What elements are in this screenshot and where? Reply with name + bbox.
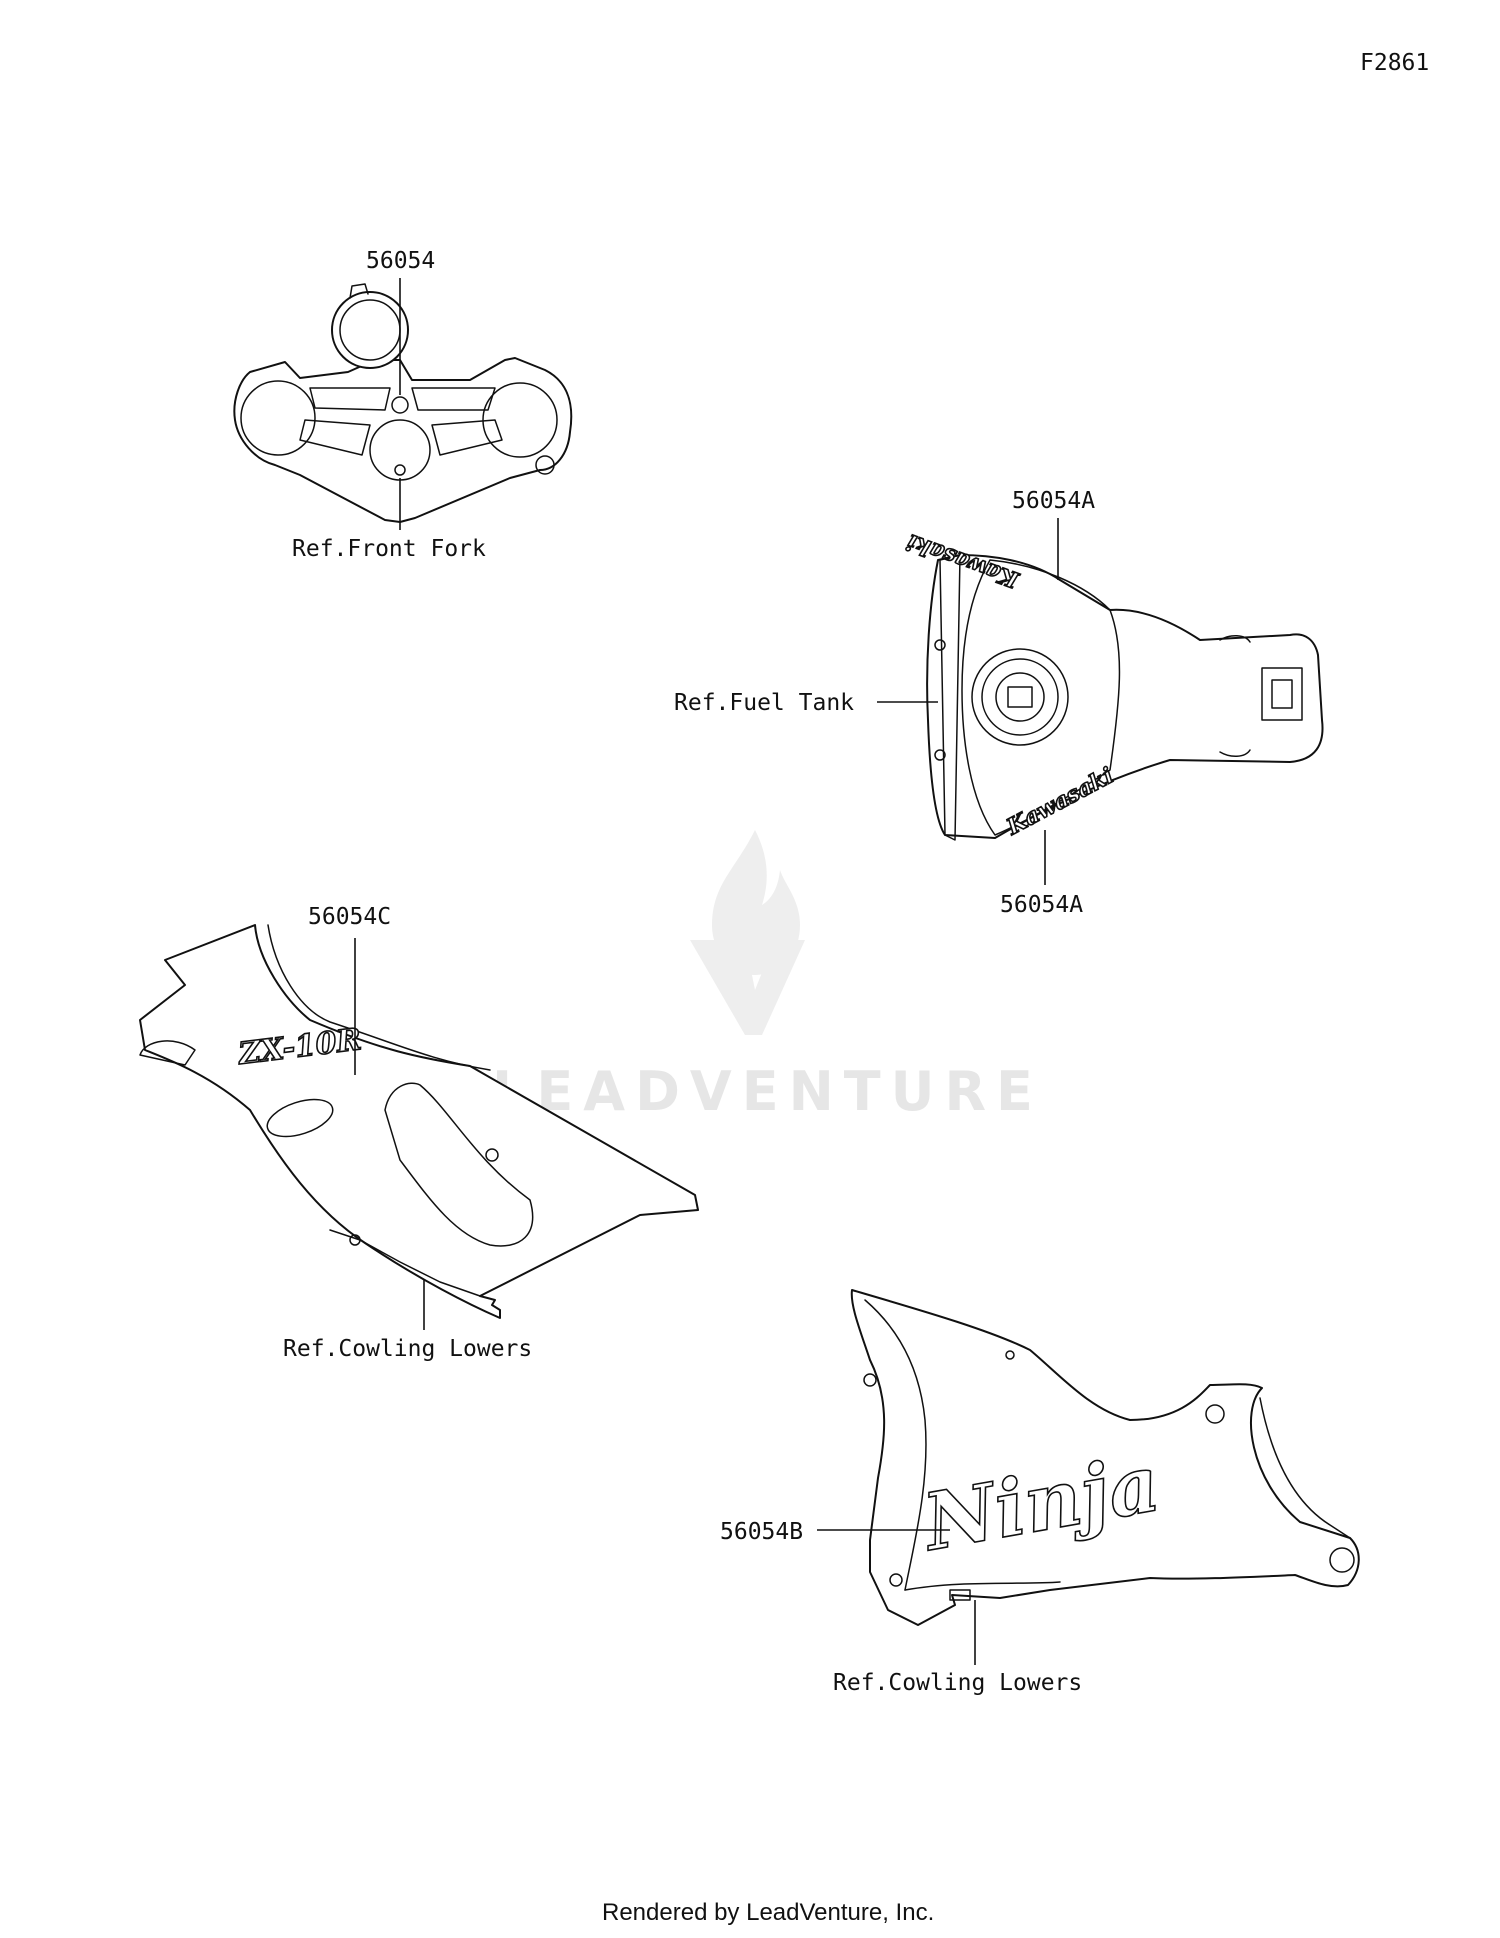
upper-cowl-duct [266, 1098, 334, 1138]
fuel-cap-mid [981, 658, 1059, 736]
clamp-cutout-upper-left [309, 387, 391, 411]
lower-cowl-lower-edge [1259, 1397, 1351, 1539]
tank-bracket [1261, 667, 1303, 721]
tank-bracket-inner [1271, 679, 1293, 709]
tank-mount-hole-lower [934, 749, 946, 761]
upper-cowl-lower-bolt [349, 1234, 361, 1246]
triple-clamp [233, 357, 573, 523]
tank-clip-upper [1219, 635, 1251, 643]
callout-56054a-bottom: 56054A [1000, 892, 1083, 918]
callout-ref-fuel-tank: Ref.Fuel Tank [674, 690, 854, 716]
figure-code: F2861 [1360, 50, 1429, 76]
clamp-cutout-upper-right [411, 387, 496, 411]
triple-clamp-group: 56054 Ref.Front Fork [233, 248, 573, 562]
footer-credit: Rendered by LeadVenture, Inc. [602, 1899, 934, 1926]
lower-cowl-bolt-rear [1205, 1404, 1225, 1424]
pinch-bolt [535, 455, 555, 475]
fuel-tank-group: Kawasaki Kawasaki 56054A Ref.Fuel Tank 5… [674, 488, 1324, 918]
tank-clip-lower [1219, 749, 1251, 757]
lower-cowl-bolt-top [1005, 1350, 1015, 1360]
callout-56054: 56054 [366, 248, 435, 274]
lower-cowl-panel-line [904, 1581, 1061, 1591]
callout-ref-cowling-lowers-upper: Ref.Cowling Lowers [283, 1336, 532, 1362]
clamp-cutout-lower-right [431, 419, 503, 456]
watermark-v-icon [690, 940, 805, 1035]
fuel-tank [926, 554, 1324, 839]
fuel-cap-outer [971, 648, 1069, 746]
watermark-flame-icon [712, 830, 800, 975]
ignition-switch [331, 291, 409, 369]
watermark: LEADVENTURE [492, 830, 1043, 1123]
lower-cowl-group: Ninja 56054B Ref.Cowling Lowers [720, 1289, 1360, 1696]
upper-cowl-bottom-edge [329, 1229, 481, 1297]
fuel-tank-top-surface [961, 559, 1121, 836]
fork-hole-right [482, 382, 558, 458]
callout-ref-cowling-lowers-lower: Ref.Cowling Lowers [833, 1670, 1082, 1696]
stem-bolt [394, 464, 406, 476]
callout-ref-front-fork: Ref.Front Fork [292, 536, 486, 562]
fuel-tank-front-panel [939, 554, 961, 841]
lower-cowl-bolt-lower [889, 1573, 903, 1587]
lower-cowl-bolt-tail [1329, 1547, 1355, 1573]
callout-56054c: 56054C [308, 904, 391, 930]
watermark-text: LEADVENTURE [492, 1060, 1043, 1123]
callout-56054a-top: 56054A [1012, 488, 1095, 514]
lower-cowl-bolt-upper [863, 1373, 877, 1387]
fuel-cap-inner [995, 672, 1045, 722]
fork-hole-left [240, 380, 316, 456]
upper-cowl-inner-edge [267, 924, 491, 1071]
upper-cowl-mirror-mount [139, 1040, 196, 1066]
lower-cowl-inner-edge [864, 1299, 927, 1591]
upper-cowl-vent [384, 1082, 534, 1247]
upper-cowl-bolt [485, 1148, 499, 1162]
upper-cowl [139, 924, 699, 1319]
clamp-cutout-lower-left [299, 419, 371, 456]
callout-56054b: 56054B [720, 1519, 803, 1545]
stem-nut-emblem [391, 396, 409, 414]
fuel-cap-key-slot [1007, 686, 1033, 708]
ignition-key-tab [349, 283, 369, 299]
upper-cowl-group: ZX-10R 56054C Ref.Cowling Lowers [139, 904, 699, 1362]
lower-cowl-vent-slot [949, 1589, 971, 1601]
tank-mount-hole-upper [934, 639, 946, 651]
